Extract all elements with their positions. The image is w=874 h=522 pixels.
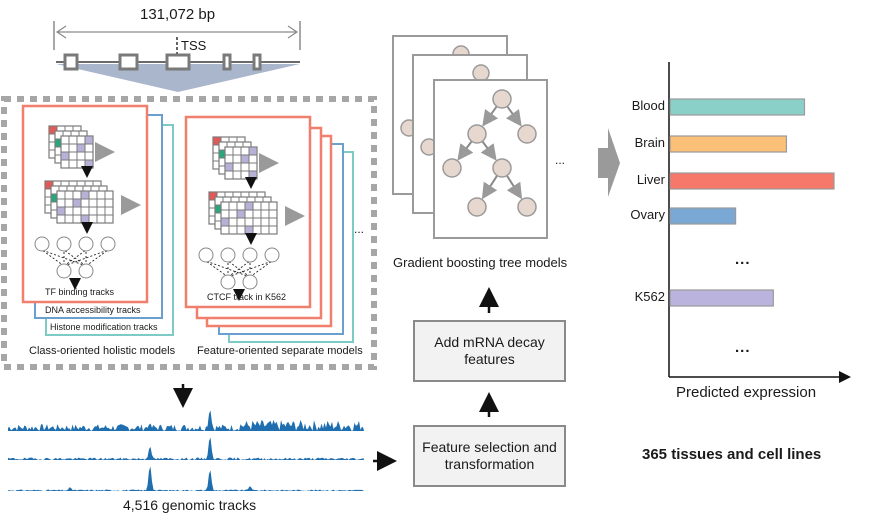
mrna-decay-box: Add mRNA decay features xyxy=(413,320,566,382)
tree-node xyxy=(442,158,462,178)
bar-blood xyxy=(669,98,806,116)
genomic-tracks-caption: 4,516 genomic tracks xyxy=(123,497,257,513)
histone-modification-label: Histone modification tracks xyxy=(50,322,158,332)
bar-label-blood: Blood xyxy=(631,98,665,113)
genomic-tracks xyxy=(8,410,364,491)
chart-ellipsis: ... xyxy=(735,251,751,268)
bar-brain xyxy=(669,135,788,153)
class-card-matrix-large xyxy=(44,180,114,224)
bar-label-k562: K562 xyxy=(634,289,665,304)
tree-node xyxy=(467,197,487,217)
bar-ovary xyxy=(669,207,737,225)
big-arrow-to-chart xyxy=(598,128,620,197)
feature-card-matrix-large xyxy=(208,191,278,235)
tree-node xyxy=(517,124,537,144)
feature-selection-label: Feature selection and transformation xyxy=(422,439,557,472)
track-2 xyxy=(8,437,364,460)
tree-node xyxy=(517,197,537,217)
chart-ellipsis: ... xyxy=(735,339,751,356)
bar-k562 xyxy=(669,289,774,307)
gbt-ellipsis: ... xyxy=(555,153,566,167)
class-card-matrix-small xyxy=(48,125,94,169)
feature-card-neural-net xyxy=(198,247,280,301)
exons xyxy=(63,53,262,71)
bar-liver xyxy=(669,172,835,190)
feature-selection-box: Feature selection and transformation xyxy=(413,425,566,487)
mrna-decay-label: Add mRNA decay features xyxy=(434,334,545,367)
gbt-card-front xyxy=(433,79,548,239)
dna-accessibility-label: DNA accessibility tracks xyxy=(45,305,141,315)
ctcf-label: CTCF track in K562 xyxy=(207,292,287,302)
bar-label-liver: Liver xyxy=(636,172,665,187)
class-card-neural-net xyxy=(34,236,116,290)
tss-label: TSS xyxy=(181,38,207,53)
expression-bar-chart xyxy=(668,62,851,383)
bar-label-brain: Brain xyxy=(634,135,665,150)
chart-footer: 365 tissues and cell lines xyxy=(642,446,822,463)
track-1 xyxy=(8,410,364,431)
track-3 xyxy=(8,466,364,491)
length-label: 131,072 bp xyxy=(140,6,216,23)
bar-label-ovary: Ovary xyxy=(630,207,665,222)
gbt-tree-cards xyxy=(392,35,548,239)
models-ellipsis: ... xyxy=(354,222,365,236)
zoom-funnel xyxy=(56,64,300,92)
length-bracket xyxy=(53,21,301,50)
tree-node xyxy=(492,158,512,178)
chart-xlabel: Predicted expression xyxy=(676,384,817,401)
class-oriented-caption: Class-oriented holistic models xyxy=(29,345,176,357)
tf-binding-label: TF binding tracks xyxy=(45,287,115,297)
feature-card-matrix-small xyxy=(212,136,258,180)
tree-node xyxy=(467,124,487,144)
gbt-caption: Gradient boosting tree models xyxy=(393,255,568,270)
models-panel-border xyxy=(1,96,377,370)
tree-node xyxy=(492,89,512,109)
feature-oriented-caption: Feature-oriented separate models xyxy=(197,345,363,357)
